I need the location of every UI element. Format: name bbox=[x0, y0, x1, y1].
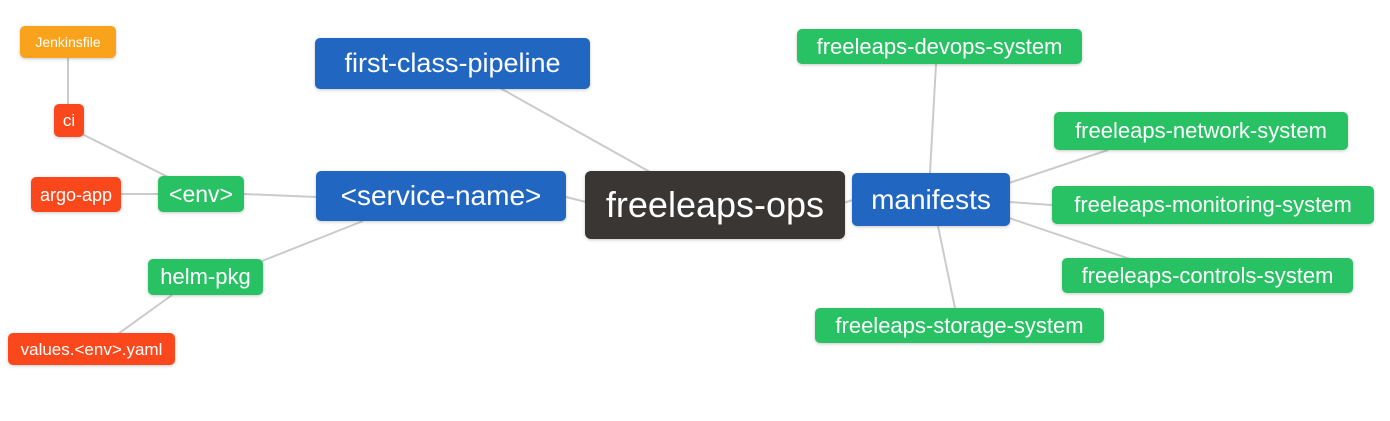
node-env[interactable]: <env> bbox=[158, 176, 244, 212]
node-freeleaps-network-system[interactable]: freeleaps-network-system bbox=[1054, 112, 1348, 150]
edge-env-service-name bbox=[243, 193, 317, 198]
edge-ci-env bbox=[81, 133, 171, 179]
node-manifests[interactable]: manifests bbox=[852, 173, 1010, 226]
node-argo-app[interactable]: argo-app bbox=[31, 177, 121, 212]
node-jenkinsfile[interactable]: Jenkinsfile bbox=[20, 26, 116, 58]
edge-manifests-controls bbox=[1008, 217, 1131, 260]
edge-manifests-network bbox=[1008, 149, 1109, 184]
edge-manifests-devops bbox=[929, 63, 937, 174]
node-freeleaps-monitoring-system[interactable]: freeleaps-monitoring-system bbox=[1052, 186, 1374, 224]
node-freeleaps-storage-system[interactable]: freeleaps-storage-system bbox=[815, 308, 1104, 343]
edge-manifests-storage bbox=[937, 225, 956, 309]
node-service-name[interactable]: <service-name> bbox=[316, 171, 566, 221]
edge-pipeline-root bbox=[499, 87, 651, 173]
node-freeleaps-devops-system[interactable]: freeleaps-devops-system bbox=[797, 29, 1082, 64]
edge-helm-pkg-values bbox=[117, 294, 173, 335]
node-freeleaps-ops-root[interactable]: freeleaps-ops bbox=[585, 171, 845, 239]
node-ci[interactable]: ci bbox=[54, 104, 84, 137]
edge-service-name-root bbox=[565, 196, 587, 203]
node-first-class-pipeline[interactable]: first-class-pipeline bbox=[315, 38, 590, 89]
edge-manifests-monitoring bbox=[1008, 201, 1053, 206]
edge-service-name-helm-pkg bbox=[261, 220, 364, 262]
node-helm-pkg[interactable]: helm-pkg bbox=[148, 259, 263, 295]
node-values-env-yaml[interactable]: values.<env>.yaml bbox=[8, 333, 175, 365]
node-freeleaps-controls-system[interactable]: freeleaps-controls-system bbox=[1062, 258, 1353, 293]
